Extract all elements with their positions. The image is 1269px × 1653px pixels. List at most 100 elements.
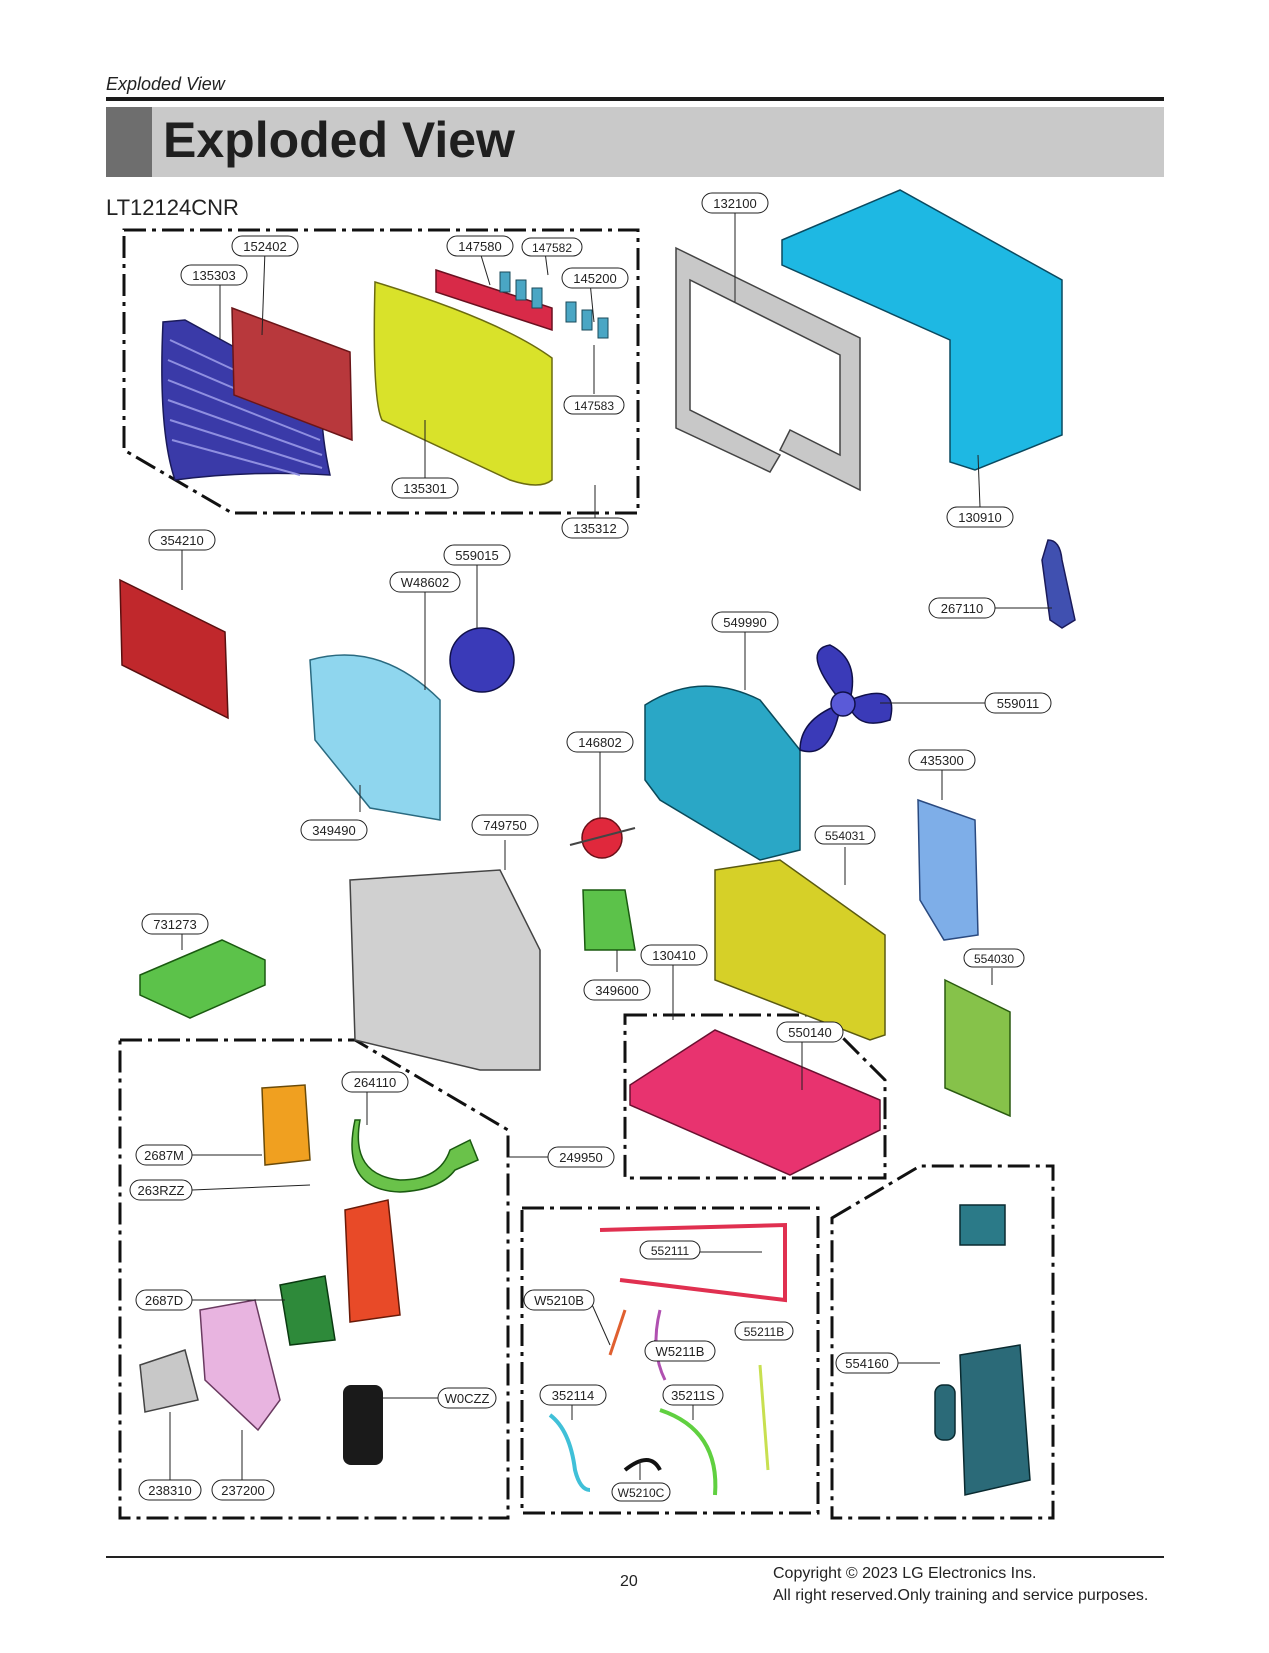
base-pan-part	[629, 1029, 881, 1176]
footer-rule	[106, 1556, 1164, 1558]
svg-text:135312: 135312	[573, 521, 616, 536]
part-callout: 263RZZ	[129, 1179, 193, 1201]
part-callout: 435300	[908, 749, 976, 771]
part-callout: 35211S	[662, 1384, 724, 1406]
part-callout: 264110	[341, 1071, 409, 1093]
svg-text:264110: 264110	[354, 1075, 396, 1090]
shroud-part	[644, 685, 801, 861]
part-callout: 135312	[561, 517, 629, 539]
part-callout: 152402	[231, 235, 299, 257]
svg-text:147580: 147580	[458, 239, 501, 254]
part-callout: 554030	[963, 948, 1025, 968]
svg-text:554160: 554160	[845, 1356, 888, 1371]
svg-text:354210: 354210	[160, 533, 203, 548]
control-box-part	[344, 1199, 401, 1323]
part-callout: 147583	[563, 395, 625, 415]
part-callout: 132100	[701, 192, 769, 214]
propeller-fan-part	[799, 644, 893, 753]
svg-text:559015: 559015	[455, 548, 498, 563]
part-callout: 749750	[471, 814, 539, 836]
part-callout: 354210	[148, 529, 216, 551]
clip-parts	[499, 271, 609, 339]
svg-text:135301: 135301	[403, 481, 446, 496]
section-label: Exploded View	[106, 74, 225, 94]
svg-text:559011: 559011	[997, 696, 1039, 711]
part-callout: 352114	[539, 1384, 607, 1406]
svg-text:132100: 132100	[713, 196, 756, 211]
part-callout: 731273	[141, 913, 209, 935]
part-callout: 550140	[776, 1021, 844, 1043]
part-callout: 55211B	[734, 1321, 794, 1341]
page-number: 20	[620, 1573, 638, 1590]
svg-text:130410: 130410	[652, 948, 695, 963]
part-callout: 238310	[138, 1479, 202, 1501]
part-callout: 146802	[566, 731, 634, 753]
model-number: LT12124CNR	[106, 195, 239, 220]
part-callout: 267110	[928, 597, 996, 619]
group-box-electrical	[118, 1038, 510, 1520]
part-callout: 554160	[835, 1352, 899, 1374]
capacitor-part	[343, 1385, 383, 1465]
svg-text:552111: 552111	[651, 1244, 690, 1258]
part-callout: 145200	[561, 267, 629, 289]
svg-text:2687M: 2687M	[144, 1148, 184, 1163]
copyright-line-2: All right reserved.Only training and ser…	[773, 1587, 1149, 1604]
pipe-green-part	[659, 1408, 718, 1496]
pcb-part	[279, 1275, 336, 1346]
condenser-main-part	[714, 859, 886, 1041]
svg-text:152402: 152402	[243, 239, 286, 254]
group-box-piping	[520, 1206, 820, 1515]
header-rule	[106, 97, 1164, 101]
pipe-red-part	[599, 1222, 787, 1303]
part-callout: 559015	[443, 544, 511, 566]
cabinet-frame-part	[675, 246, 861, 492]
part-callout: 549990	[711, 611, 779, 633]
svg-text:55211B: 55211B	[744, 1325, 784, 1339]
svg-text:W5210B: W5210B	[534, 1293, 584, 1308]
side-grille-part	[917, 798, 979, 941]
svg-text:238310: 238310	[148, 1483, 191, 1498]
svg-text:W5210C: W5210C	[618, 1486, 665, 1500]
pipe-cyan-part	[548, 1413, 591, 1492]
svg-text:147583: 147583	[574, 399, 614, 413]
pipe-black-part	[623, 1458, 662, 1472]
svg-text:263RZZ: 263RZZ	[138, 1183, 185, 1198]
base-housing-part	[349, 869, 541, 1071]
copyright-line-1: Copyright © 2023 LG Electronics Ins.	[773, 1565, 1037, 1582]
callouts: 132100 152402 147580 147582 135303 14520…	[129, 192, 1052, 1502]
group-box-front	[122, 228, 640, 515]
filter-part	[231, 306, 353, 442]
part-callout: W5210C	[611, 1482, 671, 1502]
part-callout: W0CZZ	[437, 1387, 497, 1409]
title-bar	[106, 107, 1164, 177]
svg-text:352114: 352114	[552, 1388, 594, 1403]
part-callout: 135301	[391, 477, 459, 499]
evaporator-part	[944, 978, 1011, 1118]
control-board-part	[261, 1084, 311, 1166]
svg-text:135303: 135303	[192, 268, 235, 283]
foam-part	[139, 939, 266, 1019]
louver-part	[435, 268, 553, 332]
blower-wheel-part	[449, 627, 515, 693]
part-callout: W5211B	[644, 1340, 716, 1362]
svg-text:W48602: W48602	[401, 575, 449, 590]
svg-text:2687D: 2687D	[145, 1293, 183, 1308]
svg-text:W5211B: W5211B	[656, 1344, 705, 1359]
svg-text:731273: 731273	[153, 917, 196, 932]
title-accent	[106, 107, 152, 177]
part-callout: 559011	[984, 692, 1052, 714]
svg-text:147582: 147582	[532, 241, 572, 255]
svg-text:146802: 146802	[578, 735, 621, 750]
part-callout: 552111	[639, 1240, 701, 1260]
part-callout: 135303	[180, 264, 248, 286]
svg-text:130910: 130910	[958, 510, 1001, 525]
part-callout: W5210B	[523, 1289, 595, 1311]
part-callout: 349490	[300, 819, 368, 841]
svg-text:349490: 349490	[312, 823, 355, 838]
page-title: Exploded View	[163, 112, 515, 168]
svg-text:554031: 554031	[825, 829, 865, 843]
front-panel-part	[373, 280, 553, 486]
part-callout: 249950	[547, 1146, 615, 1168]
svg-text:35211S: 35211S	[671, 1388, 715, 1403]
